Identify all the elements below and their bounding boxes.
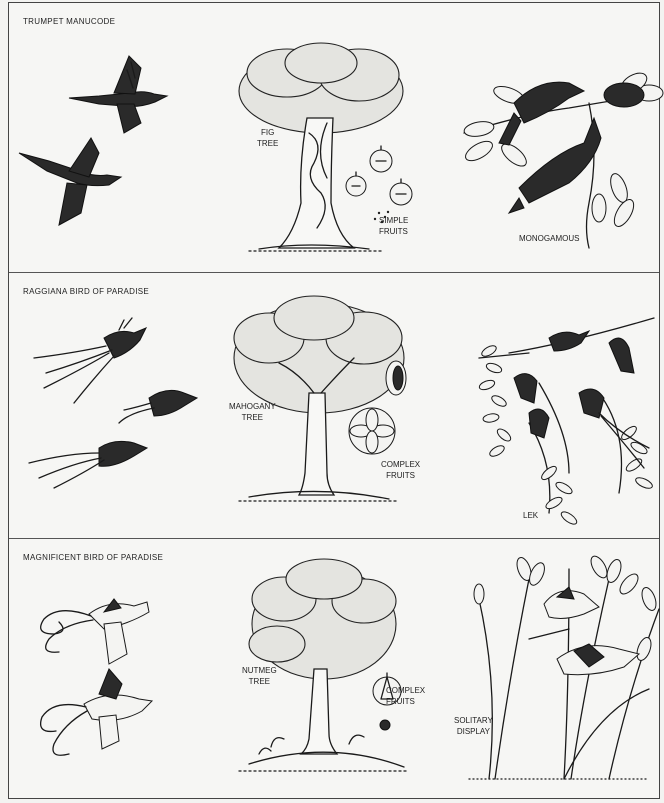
displaying-bird-icon (544, 587, 639, 675)
flying-bird-icon (19, 138, 121, 225)
curl-tailed-bird-icon (41, 599, 149, 664)
plumed-bird-icon (119, 390, 197, 423)
fruit-label: SIMPLE FRUITS (379, 215, 408, 237)
panel-raggiana-bird-of-paradise: RAGGIANA BIRD OF PARADISE (9, 273, 659, 539)
panel-illustration (9, 539, 661, 798)
plumed-bird-icon (34, 318, 146, 403)
tree-label: FIG TREE (257, 127, 278, 149)
tree-label: MAHOGANY TREE (229, 401, 276, 423)
tree-label: NUTMEG TREE (242, 665, 277, 687)
fruit-label: COMPLEX FRUITS (386, 685, 425, 707)
behavior-label: SOLITARY DISPLAY (454, 715, 493, 737)
plumed-bird-icon (29, 441, 147, 488)
flying-bird-icon (69, 56, 167, 133)
behavior-label: LEK (523, 510, 538, 521)
fruit-icon (346, 146, 412, 223)
panel-trumpet-manucode: TRUMPET MANUCODE (9, 3, 659, 273)
mahogany-tree-icon (234, 296, 404, 501)
behavior-label: MONOGAMOUS (519, 233, 579, 244)
curl-tailed-bird-icon (41, 669, 152, 755)
lek-birds-icon (514, 331, 649, 468)
fruit-label: COMPLEX FRUITS (381, 459, 420, 481)
panel-magnificent-bird-of-paradise: MAGNIFICENT BIRD OF PARADISE (9, 539, 659, 798)
figure-frame: TRUMPET MANUCODE (8, 2, 660, 799)
panel-illustration (9, 273, 661, 539)
